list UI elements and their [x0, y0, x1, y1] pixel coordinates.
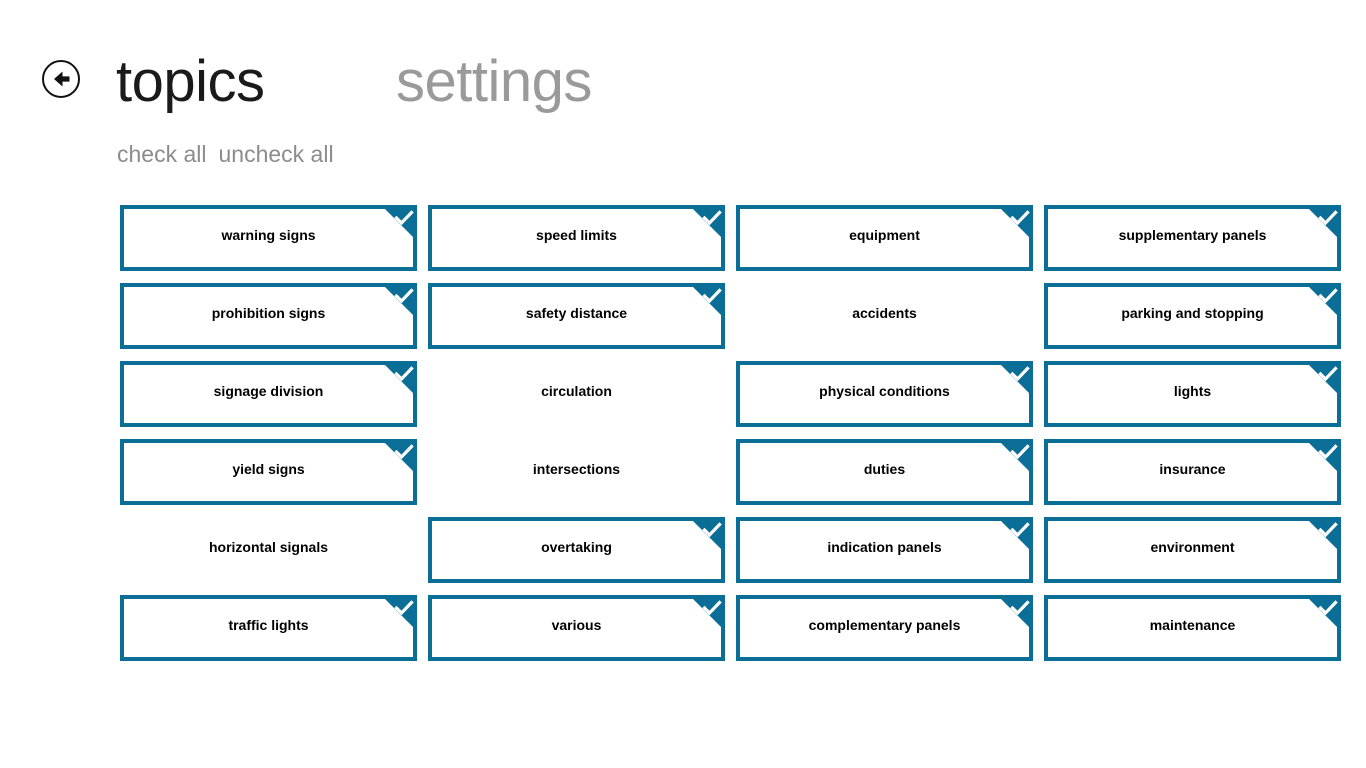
tile-inner [124, 365, 413, 423]
topic-tile[interactable]: horizontal signals [120, 517, 417, 583]
checkmark-icon [1317, 207, 1339, 229]
tile-inner [1048, 365, 1337, 423]
tile-label: intersections [532, 461, 621, 477]
topic-tile[interactable]: various [428, 595, 725, 661]
tile-inner [124, 599, 413, 657]
tile-inner [1048, 521, 1337, 579]
tile-inner [740, 599, 1029, 657]
checkmark-icon [701, 207, 723, 229]
checkmark-icon [393, 363, 415, 385]
topic-tile[interactable]: insurance [1044, 439, 1341, 505]
topic-tile[interactable]: signage division [120, 361, 417, 427]
topic-tile[interactable]: accidents [736, 283, 1033, 349]
topic-tile[interactable]: yield signs [120, 439, 417, 505]
tile-inner [740, 365, 1029, 423]
tile-inner [124, 287, 413, 345]
tile-inner [740, 209, 1029, 267]
tile-inner [1048, 599, 1337, 657]
checkmark-icon [1009, 363, 1031, 385]
checkmark-icon [701, 519, 723, 541]
bulk-actions: check all uncheck all [117, 141, 334, 168]
page-subtitle: settings [396, 49, 592, 114]
tile-inner [1048, 443, 1337, 501]
topic-tile[interactable]: indication panels [736, 517, 1033, 583]
checkmark-icon [393, 441, 415, 463]
tile-inner [432, 287, 721, 345]
topic-tile[interactable]: traffic lights [120, 595, 417, 661]
topic-tile[interactable]: environment [1044, 517, 1341, 583]
topic-tile[interactable]: lights [1044, 361, 1341, 427]
page-header: topics settings check all uncheck all [0, 0, 1366, 190]
tile-inner [740, 521, 1029, 579]
topic-tile[interactable]: overtaking [428, 517, 725, 583]
topic-tile[interactable]: circulation [428, 361, 725, 427]
tile-inner [432, 599, 721, 657]
tile-inner [1048, 287, 1337, 345]
back-arrow-circle-icon[interactable] [40, 58, 82, 100]
checkmark-icon [1009, 441, 1031, 463]
checkmark-icon [1317, 441, 1339, 463]
topic-tile[interactable]: complementary panels [736, 595, 1033, 661]
topic-tile[interactable]: physical conditions [736, 361, 1033, 427]
topic-tile[interactable]: duties [736, 439, 1033, 505]
tile-inner [432, 209, 721, 267]
checkmark-icon [1009, 519, 1031, 541]
checkmark-icon [1009, 597, 1031, 619]
checkmark-icon [1317, 597, 1339, 619]
topic-tile[interactable]: intersections [428, 439, 725, 505]
tile-inner [124, 209, 413, 267]
tile-label: accidents [852, 305, 917, 321]
topic-tile[interactable]: equipment [736, 205, 1033, 271]
topic-tile[interactable]: safety distance [428, 283, 725, 349]
tile-label: horizontal signals [208, 539, 328, 555]
checkmark-icon [1317, 285, 1339, 307]
checkmark-icon [393, 207, 415, 229]
topic-tile[interactable]: warning signs [120, 205, 417, 271]
topic-tile[interactable]: speed limits [428, 205, 725, 271]
tile-inner [432, 521, 721, 579]
checkmark-icon [1317, 519, 1339, 541]
tile-inner [124, 443, 413, 501]
checkmark-icon [1317, 363, 1339, 385]
checkmark-icon [1009, 207, 1031, 229]
tile-label: circulation [541, 383, 612, 399]
uncheck-all-button[interactable]: uncheck all [218, 141, 334, 167]
check-all-button[interactable]: check all [117, 141, 207, 167]
page-title: topics [116, 49, 265, 114]
checkmark-icon [701, 597, 723, 619]
checkmark-icon [393, 285, 415, 307]
checkmark-icon [701, 285, 723, 307]
topic-tile[interactable]: parking and stopping [1044, 283, 1341, 349]
topic-tile[interactable]: supplementary panels [1044, 205, 1341, 271]
topic-tile[interactable]: prohibition signs [120, 283, 417, 349]
checkmark-icon [393, 597, 415, 619]
tile-inner [740, 443, 1029, 501]
tile-inner [1048, 209, 1337, 267]
topic-tile[interactable]: maintenance [1044, 595, 1341, 661]
